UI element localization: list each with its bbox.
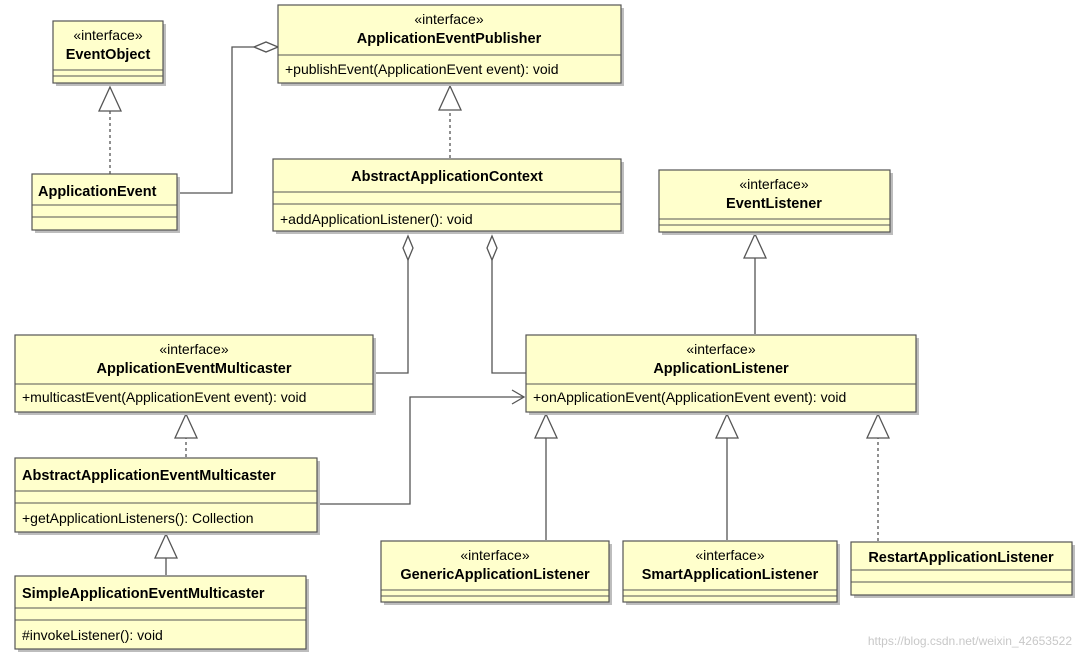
stereotype-label: «interface» (695, 547, 764, 563)
class-box-applicationlistener: «interface» ApplicationListener +onAppli… (525, 334, 919, 415)
realization-arrowhead (173, 412, 199, 439)
edge-abstractmulticaster-listener (318, 396, 524, 505)
realization-arrowhead (865, 412, 891, 439)
edge-event-publisher (180, 46, 254, 194)
stereotype-label: «interface» (73, 27, 142, 43)
stereotype-label: «interface» (739, 176, 808, 192)
class-box-applicationevent: ApplicationEvent (31, 173, 180, 233)
stereotype-label: «interface» (686, 341, 755, 357)
aggregation-diamond (486, 234, 498, 262)
class-box-smartapplicationlistener: «interface» SmartApplicationListener (622, 540, 840, 605)
class-name: SmartApplicationListener (642, 567, 819, 583)
class-name: ApplicationListener (653, 361, 789, 377)
class-name: SimpleApplicationEventMulticaster (22, 586, 265, 602)
class-name: ApplicationEventPublisher (357, 31, 542, 47)
generalization-arrowhead (533, 412, 559, 439)
class-box-eventlistener: «interface» EventListener (658, 169, 893, 235)
generalization-arrowhead (714, 412, 740, 439)
method-publishevent: +publishEvent(ApplicationEvent event): v… (285, 61, 559, 77)
method-invokelistener: #invokeListener(): void (22, 627, 163, 643)
edge-listener-context (491, 260, 526, 374)
class-box-abstractapplicationeventmulticaster: AbstractApplicationEventMulticaster +get… (14, 457, 320, 535)
class-box-applicationeventpublisher: «interface» ApplicationEventPublisher +p… (277, 4, 624, 86)
generalization-arrowhead (742, 232, 768, 259)
class-box-applicationeventmulticaster: «interface» ApplicationEventMulticaster … (14, 334, 376, 415)
realization-arrowhead (437, 84, 463, 111)
class-name: RestartApplicationListener (868, 550, 1054, 566)
method-multicastevent: +multicastEvent(ApplicationEvent event):… (22, 389, 306, 405)
class-name: EventListener (726, 196, 822, 212)
method-addapplicationlistener: +addApplicationListener(): void (280, 211, 473, 227)
class-box-eventobject: «interface» EventObject (52, 20, 166, 86)
class-name: AbstractApplicationContext (351, 169, 543, 185)
class-box-genericapplicationlistener: «interface» GenericApplicationListener (380, 540, 612, 605)
stereotype-label: «interface» (159, 341, 228, 357)
realization-arrowhead (97, 85, 123, 112)
class-name: AbstractApplicationEventMulticaster (22, 468, 276, 484)
stereotype-label: «interface» (460, 547, 529, 563)
class-box-restartapplicationlistener: RestartApplicationListener (850, 541, 1075, 598)
stereotype-label: «interface» (414, 11, 483, 27)
watermark-text: https://blog.csdn.net/weixin_42653522 (868, 634, 1072, 648)
edge-multicaster-context (376, 260, 409, 374)
aggregation-diamond (402, 234, 414, 262)
class-name: GenericApplicationListener (400, 567, 590, 583)
class-name: EventObject (66, 47, 151, 63)
association-arrowhead (511, 389, 526, 405)
method-getapplicationlisteners: +getApplicationListeners(): Collection (22, 510, 254, 526)
class-box-abstractapplicationcontext: AbstractApplicationContext +addApplicati… (272, 158, 624, 234)
edges (97, 41, 891, 575)
generalization-arrowhead (153, 532, 179, 559)
aggregation-diamond (252, 41, 280, 53)
method-onapplicationevent: +onApplicationEvent(ApplicationEvent eve… (533, 389, 846, 405)
class-name: ApplicationEvent (38, 184, 157, 200)
class-box-simpleapplicationeventmulticaster: SimpleApplicationEventMulticaster #invok… (14, 575, 309, 652)
class-name: ApplicationEventMulticaster (97, 361, 292, 377)
